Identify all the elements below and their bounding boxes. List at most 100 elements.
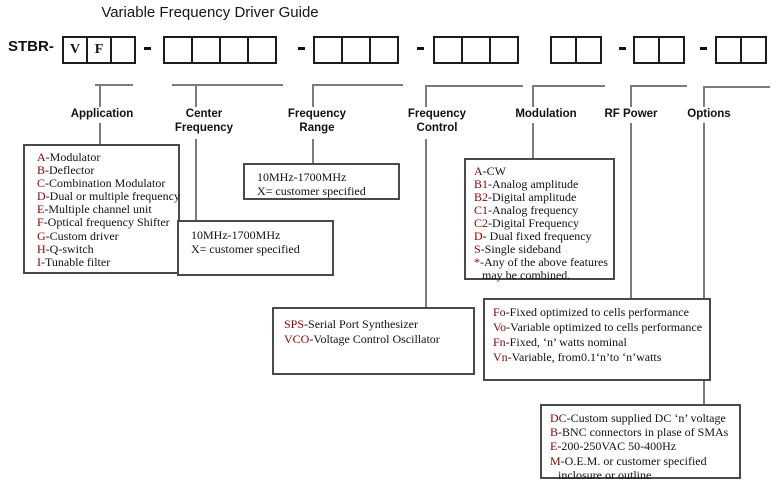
connector-line [172, 84, 283, 86]
list-item: B-BNC connectors in plase of SMAs [550, 425, 729, 440]
code-cell [369, 36, 399, 64]
connector-line [195, 84, 197, 107]
code-cell [110, 36, 136, 64]
frequency-range-box: 10MHz-1700MHz X= customer specified [243, 163, 400, 200]
list-item: B2-Digital amplitude [474, 190, 577, 204]
list-item: Fo-Fixed optimized to cells performance [493, 305, 689, 319]
code-cell [715, 36, 742, 64]
header-frequency-control: Frequency Control [407, 108, 467, 134]
list-item: 10MHz-1700MHz [257, 170, 347, 184]
dash-separator [144, 47, 151, 50]
code-cell [191, 36, 221, 64]
code-cell [489, 36, 519, 64]
connector-line [425, 85, 427, 107]
list-item: X= customer specified [257, 184, 366, 198]
list-item: B-Deflector [37, 163, 95, 178]
list-item: G-Custom driver [37, 228, 119, 243]
dash-separator [700, 47, 707, 50]
connector-line [703, 123, 705, 404]
part-number-prefix: STBR- [8, 38, 54, 55]
header-rf-power: RF Power [604, 108, 658, 120]
list-item: A-CW [474, 164, 506, 178]
list-item: Vn-Variable, from0.1‘n’to ‘n’watts [493, 350, 662, 364]
code-cell [313, 36, 343, 64]
header-center-frequency: Center Frequency [174, 108, 234, 134]
code-cell [633, 36, 660, 64]
list-item: Vo-Variable optimized to cells performan… [493, 320, 703, 334]
list-item: D- Dual fixed frequency [474, 229, 592, 243]
list-item: S-Single sideband [474, 242, 562, 256]
code-cell [341, 36, 371, 64]
code-cell [740, 36, 767, 64]
list-item: C-Combination Modulator [37, 176, 166, 191]
connector-line [425, 139, 427, 307]
code-cell: V [62, 36, 88, 64]
list-item: H-Q-switch [37, 241, 94, 256]
connector-line [532, 85, 534, 107]
header-modulation: Modulation [515, 108, 577, 120]
list-item: VCO-Voltage Control Oscillator [284, 332, 440, 346]
frequency-control-codes-box: SPS-Serial Port Synthesizer VCO-Voltage … [272, 307, 475, 375]
code-cell [163, 36, 193, 64]
code-group-modulation [550, 36, 602, 64]
code-cell [219, 36, 249, 64]
connector-line [312, 139, 314, 163]
connector-line [95, 84, 133, 86]
list-item: may be combined. [482, 268, 571, 282]
list-item: E-Multiple channel unit [37, 202, 152, 217]
application-codes-box: A-Modulator B-Deflector C-Combination Mo… [23, 144, 180, 274]
code-cell [575, 36, 602, 64]
connector-line [99, 123, 101, 144]
header-options: Options [687, 108, 731, 120]
code-cell [550, 36, 577, 64]
list-item: F-Optical frequency Shifter [37, 215, 170, 230]
list-item: SPS-Serial Port Synthesizer [284, 317, 419, 331]
list-item: B1-Analog amplitude [474, 177, 579, 191]
dash-separator [417, 47, 424, 50]
connector-line [630, 85, 687, 87]
options-codes-box: DC-Custom supplied DC ‘n’ voltage B-BNC … [540, 404, 741, 482]
connector-line [312, 84, 403, 86]
connector-line [99, 84, 101, 107]
list-item: M-O.E.M. or customer specified [550, 453, 707, 468]
connector-line [630, 123, 632, 298]
rf-power-codes-box: Fo-Fixed optimized to cells performance … [483, 298, 711, 381]
list-item: inclosure or outline [558, 467, 652, 482]
header-application: Application [70, 108, 134, 120]
connector-line [195, 139, 197, 220]
center-frequency-box: 10MHz-1700MHz X= customer specified [177, 220, 334, 276]
connector-line [532, 123, 534, 161]
dash-separator [619, 47, 626, 50]
code-cell [658, 36, 685, 64]
connector-line [425, 85, 523, 87]
list-item: C2-Digital Frequency [474, 216, 579, 230]
list-item: C1-Analog frequency [474, 203, 579, 217]
list-item: A-Modulator [37, 150, 101, 164]
code-group-frequency-range [313, 36, 399, 64]
header-frequency-range: Frequency Range [287, 108, 347, 134]
code-cell [433, 36, 463, 64]
list-item: I-Tunable filter [37, 254, 111, 269]
connector-line [703, 86, 705, 107]
dash-separator [298, 47, 305, 50]
code-cell [461, 36, 491, 64]
list-item: E-200-250VAC 50-400Hz [550, 439, 677, 454]
page-title: Variable Frequency Driver Guide [101, 4, 319, 21]
connector-line [312, 84, 314, 107]
list-item: X= customer specified [191, 242, 300, 256]
code-group-center-frequency [163, 36, 277, 64]
connector-line [630, 85, 632, 107]
code-group-options [715, 36, 767, 64]
list-item: *-Any of the above features [474, 255, 608, 269]
modulation-codes-box: A-CW B1-Analog amplitude B2-Digital ampl… [464, 158, 615, 282]
code-cell [247, 36, 277, 64]
list-item: Fn-Fixed, ‘n’ watts nominal [493, 335, 627, 349]
code-cell: F [86, 36, 112, 64]
connector-line [532, 85, 605, 87]
list-item: D-Dual or multiple frequency [37, 189, 180, 204]
code-group-rf-power [633, 36, 685, 64]
list-item: DC-Custom supplied DC ‘n’ voltage [550, 411, 726, 425]
list-item: 10MHz-1700MHz [191, 228, 281, 242]
code-group-frequency-control [433, 36, 519, 64]
